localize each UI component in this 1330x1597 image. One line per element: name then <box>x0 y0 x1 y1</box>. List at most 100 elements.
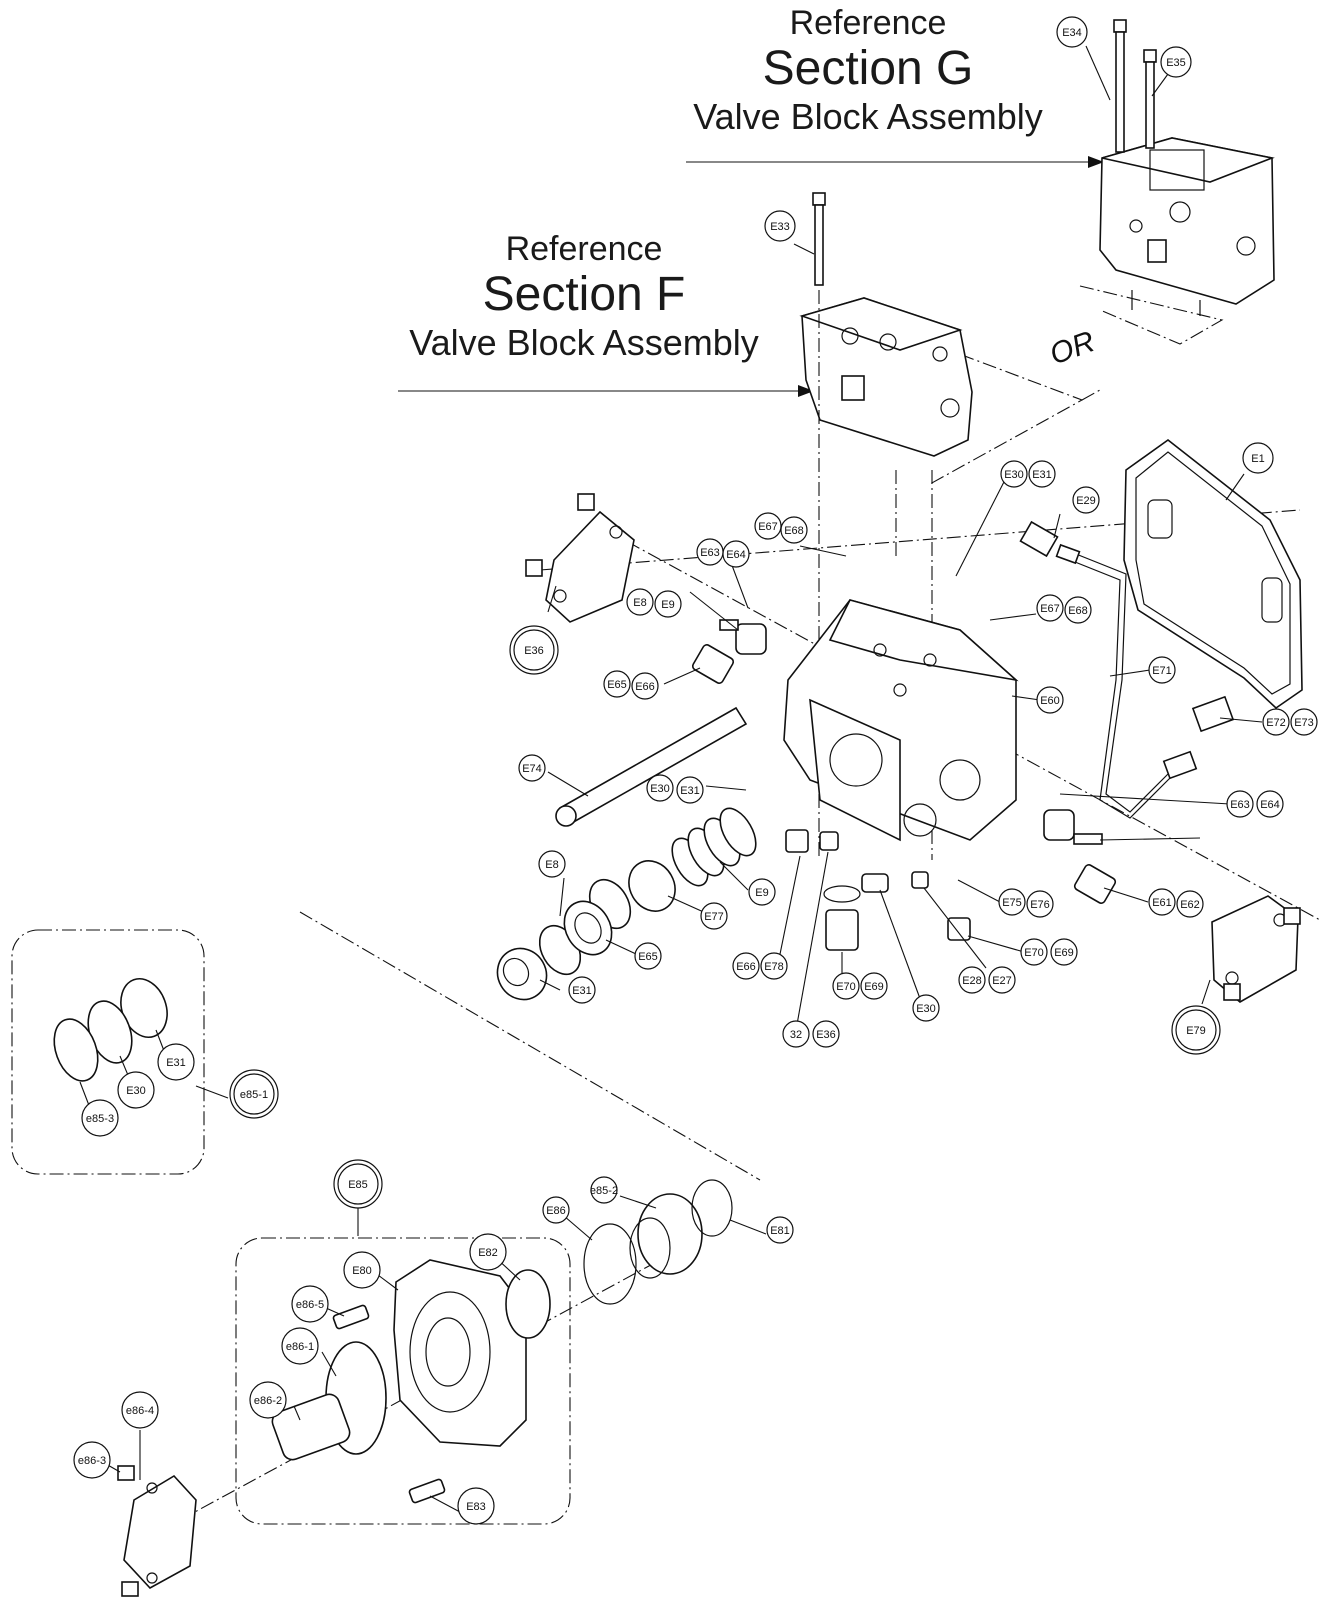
callout-e77: E77 <box>700 902 728 930</box>
callout-e72: E72 <box>1262 708 1290 736</box>
callout-circle <box>1160 46 1192 78</box>
callout-e64: E64 <box>1256 790 1284 818</box>
reference-f-line3: Valve Block Assembly <box>409 322 759 363</box>
callout-e63: E63 <box>696 538 724 566</box>
callout-circle <box>603 670 631 698</box>
callout-label: E68 <box>1068 605 1088 617</box>
callout-label: E72 <box>1266 717 1286 729</box>
plug-e65-upper <box>691 644 735 684</box>
callout-label: e86-3 <box>78 1455 106 1467</box>
plug-e69-e70-left <box>785 829 809 853</box>
callout-e68: E68 <box>1064 596 1092 624</box>
callout-e86-5: e86-5 <box>291 1285 329 1323</box>
callout-circle <box>1148 656 1176 684</box>
callout-e31: E31 <box>568 976 596 1004</box>
callout-label: e85-3 <box>86 1113 114 1125</box>
callout-circle <box>229 1069 279 1119</box>
callout-label: e86-4 <box>126 1405 154 1417</box>
callout-e80: E80 <box>343 1251 381 1289</box>
gasket-e1 <box>1123 439 1303 710</box>
hub-e79 <box>496 947 548 1001</box>
retainer-e76 <box>628 860 676 912</box>
tube-e71 <box>1059 549 1171 819</box>
callout-circle <box>1242 442 1274 474</box>
callout-e63: E63 <box>1226 790 1254 818</box>
callout-circle <box>988 966 1016 994</box>
bolt-e34 <box>1113 19 1127 153</box>
callout-label: E60 <box>1040 695 1060 707</box>
callout-circle <box>1256 790 1284 818</box>
callout-e86-2: e86-2 <box>249 1381 287 1419</box>
callout-e68: E68 <box>780 516 808 544</box>
callout-circle <box>631 672 659 700</box>
callout-circle <box>157 1043 195 1081</box>
callout-e1: E1 <box>1242 442 1274 474</box>
oring-e82 <box>583 1223 637 1305</box>
callout-label: E27 <box>992 975 1012 987</box>
clamp-e8-e9-upper <box>719 619 767 655</box>
callout-label: E82 <box>478 1247 498 1259</box>
callout-label: E67 <box>758 521 778 533</box>
callout-circle <box>333 1159 383 1209</box>
callout-label: E33 <box>770 221 790 233</box>
callout-circle <box>542 1196 570 1224</box>
callout-e8: E8 <box>626 588 654 616</box>
callout-label: E31 <box>680 785 700 797</box>
callout-label: E30 <box>126 1085 146 1097</box>
callout-label: E74 <box>522 763 542 775</box>
callout-circle <box>249 1381 287 1419</box>
callout-circle <box>1064 596 1092 624</box>
callout-circle <box>117 1071 155 1109</box>
callout-circle <box>509 625 559 675</box>
callout-e35: E35 <box>1160 46 1192 78</box>
callout-label: E31 <box>1032 469 1052 481</box>
bolt-e33 <box>812 192 826 286</box>
callout-circle <box>1028 460 1056 488</box>
callout-e71: E71 <box>1148 656 1176 684</box>
callout-label: E66 <box>736 961 756 973</box>
callout-circle <box>343 1251 381 1289</box>
or-label: OR <box>1045 325 1099 371</box>
callout-label: E76 <box>1030 899 1050 911</box>
callout-e67: E67 <box>754 512 782 540</box>
callout-circle <box>634 942 662 970</box>
callout-circle <box>958 966 986 994</box>
callout-label: E8 <box>545 859 558 871</box>
callout-circle <box>81 1099 119 1137</box>
callout-label: E35 <box>1166 57 1186 69</box>
callout-circle <box>1020 938 1048 966</box>
callout-circle <box>700 902 728 930</box>
callout-circle <box>291 1285 329 1323</box>
callout-label: E63 <box>700 547 720 559</box>
callout-label: E69 <box>864 981 884 993</box>
callout-label: E36 <box>816 1029 836 1041</box>
fitting-e29 <box>1019 520 1081 565</box>
callout-e66: E66 <box>631 672 659 700</box>
callout-inner-circle <box>233 1073 275 1115</box>
callout-circle <box>754 512 782 540</box>
callout-e31: E31 <box>676 776 704 804</box>
callout-e8: E8 <box>538 850 566 878</box>
callout-circle <box>1171 1005 1221 1055</box>
callout-label: E75 <box>1002 897 1022 909</box>
callout-circle <box>1290 708 1318 736</box>
callout-e65: E65 <box>603 670 631 698</box>
callout-e66: E66 <box>732 952 760 980</box>
callout-e30: E30 <box>912 994 940 1022</box>
callout-circle <box>469 1233 507 1271</box>
reference-g-line2: Section G <box>762 42 974 95</box>
manifold-e60 <box>783 599 1019 842</box>
callout-e75: E75 <box>998 888 1026 916</box>
oring-e80 <box>691 1179 733 1237</box>
callout-label: e85-2 <box>590 1185 618 1197</box>
plug-e31-e30-center <box>819 831 839 851</box>
plug-e31-e30-right <box>911 871 929 889</box>
callout-circle <box>538 850 566 878</box>
callout-inner-circle <box>1175 1009 1217 1051</box>
callout-label: E1 <box>1251 453 1264 465</box>
callout-e64: E64 <box>722 540 750 568</box>
callout-label: E29 <box>1076 495 1096 507</box>
callout-label: E30 <box>650 783 670 795</box>
callout-e65: E65 <box>634 942 662 970</box>
